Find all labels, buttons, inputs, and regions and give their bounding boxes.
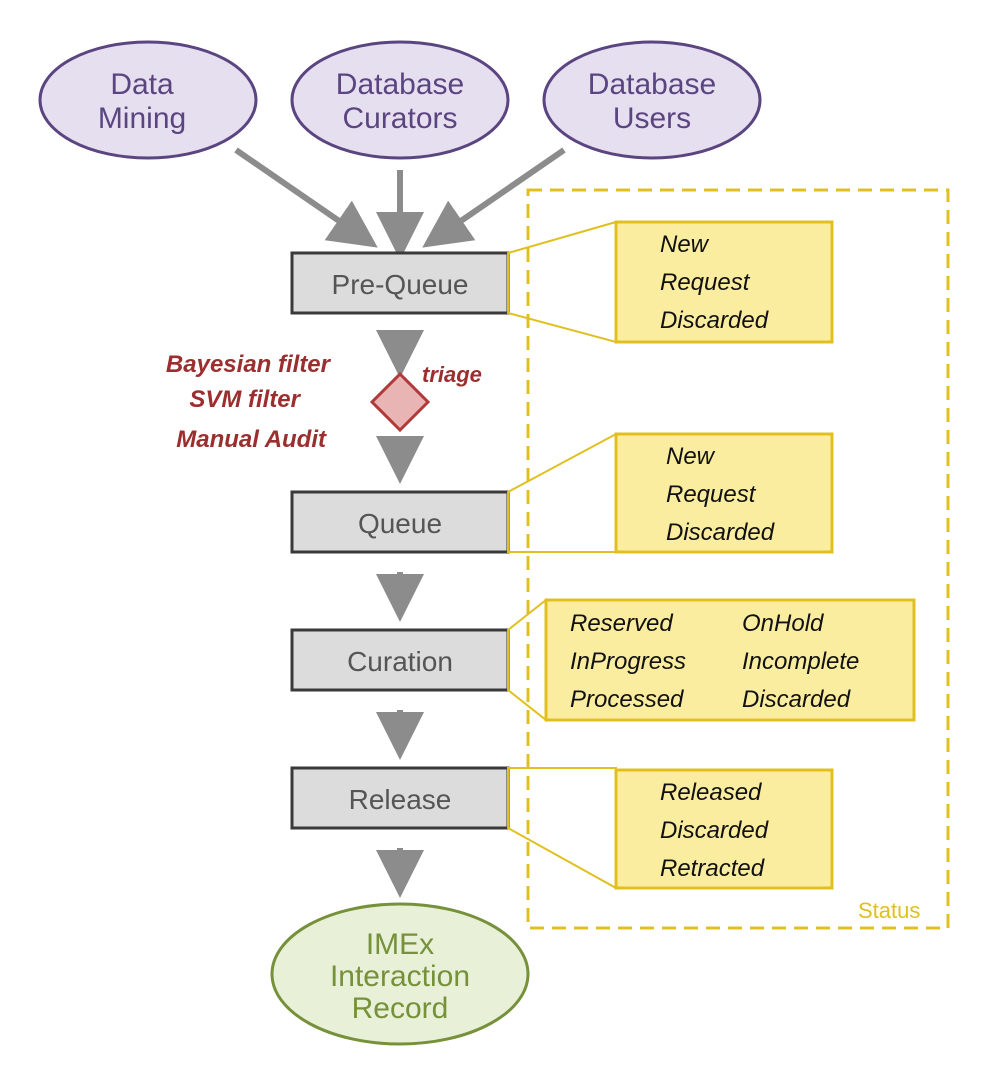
status-item: New bbox=[660, 231, 710, 258]
source-label-line1: Database bbox=[588, 68, 716, 101]
filter-label: Bayesian filter bbox=[166, 351, 332, 378]
callout-prequeue bbox=[507, 220, 617, 344]
status-item: Incomplete bbox=[742, 648, 859, 675]
source-database-curators: Database Curators bbox=[290, 40, 510, 160]
source-data-mining: Data Mining bbox=[38, 40, 258, 160]
callout-queue bbox=[507, 432, 617, 553]
status-region-label: Status bbox=[858, 898, 920, 923]
status-box-prequeue: New Request Discarded bbox=[614, 220, 834, 344]
filter-label: Manual Audit bbox=[176, 426, 327, 453]
stage-queue: Queue bbox=[290, 490, 510, 554]
status-item: InProgress bbox=[570, 648, 686, 675]
status-item: Discarded bbox=[742, 686, 851, 713]
status-box-queue: New Request Discarded bbox=[614, 432, 834, 554]
stage-release: Release bbox=[290, 766, 510, 830]
stage-label: Queue bbox=[358, 508, 442, 539]
status-item: Released bbox=[660, 779, 762, 806]
stage-label: Release bbox=[349, 784, 452, 815]
status-item: New bbox=[666, 443, 716, 470]
source-database-users: Database Users bbox=[542, 40, 762, 160]
status-item: Discarded bbox=[660, 817, 769, 844]
triage-diamond bbox=[369, 371, 431, 433]
status-region bbox=[526, 188, 950, 930]
status-item: Discarded bbox=[666, 519, 775, 546]
source-label-line2: Curators bbox=[342, 102, 457, 135]
stage-label: Curation bbox=[347, 646, 453, 677]
arrow-users-to-prequeue bbox=[422, 147, 566, 248]
status-item: Retracted bbox=[660, 855, 765, 882]
stage-prequeue: Pre-Queue bbox=[290, 251, 510, 315]
output-imex-record: IMEx Interaction Record bbox=[270, 902, 530, 1046]
status-item: Reserved bbox=[570, 610, 673, 637]
source-label-line2: Users bbox=[613, 102, 691, 135]
source-label-line1: Database bbox=[336, 68, 464, 101]
status-box-curation: Reserved InProgress Processed OnHold Inc… bbox=[544, 598, 916, 722]
output-label-line3: Record bbox=[352, 992, 449, 1025]
status-item: Discarded bbox=[660, 307, 769, 334]
output-label-line1: IMEx bbox=[366, 928, 434, 961]
output-label-line2: Interaction bbox=[330, 960, 470, 993]
source-label-line1: Data bbox=[110, 68, 174, 101]
stage-label: Pre-Queue bbox=[332, 269, 469, 300]
status-item: Request bbox=[666, 481, 757, 508]
source-label-line2: Mining bbox=[98, 102, 186, 135]
arrow-mining-to-prequeue bbox=[234, 147, 378, 248]
filter-label: SVM filter bbox=[189, 386, 301, 413]
callout-release bbox=[507, 767, 617, 890]
stage-curation: Curation bbox=[290, 628, 510, 692]
status-box-release: Released Discarded Retracted bbox=[614, 768, 834, 890]
status-item: OnHold bbox=[742, 610, 824, 637]
status-item: Processed bbox=[570, 686, 684, 713]
status-item: Request bbox=[660, 269, 751, 296]
triage-label: triage bbox=[422, 362, 482, 387]
